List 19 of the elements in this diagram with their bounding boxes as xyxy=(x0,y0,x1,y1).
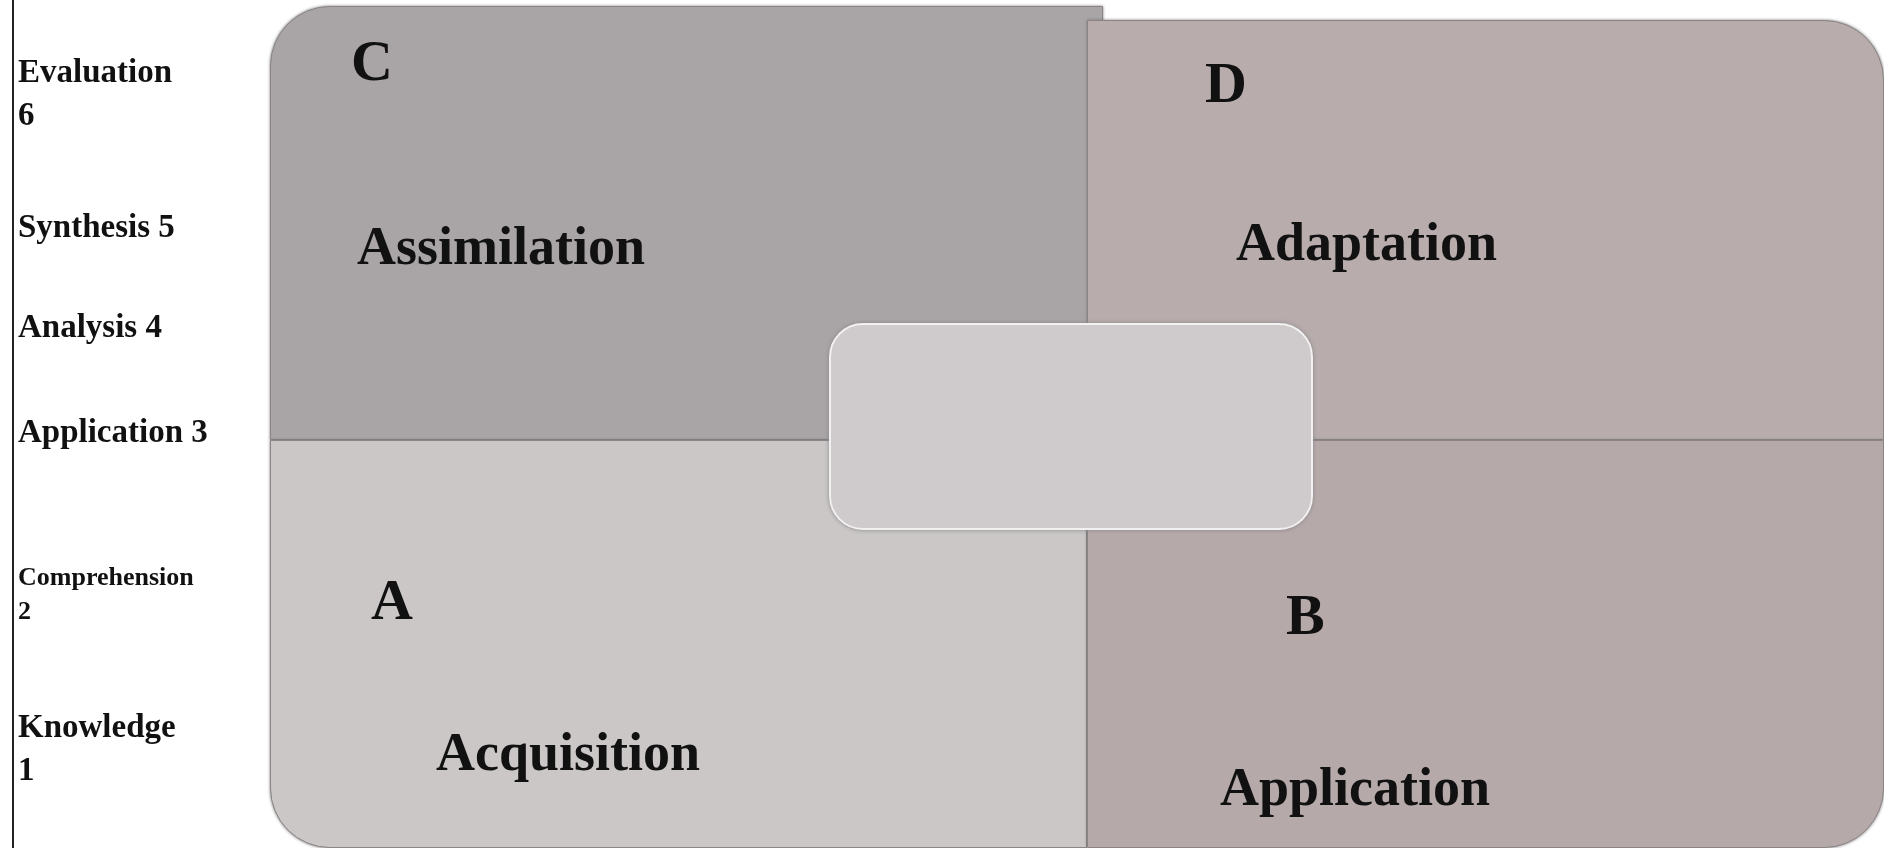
quadrant-title: Application xyxy=(1220,756,1491,818)
quadrant-letter: C xyxy=(351,27,393,94)
quadrant-panel xyxy=(1087,440,1884,848)
level-label: Knowledge 1 xyxy=(18,707,177,789)
quadrant-panel xyxy=(1087,20,1884,440)
level-label: Application 3 xyxy=(18,412,209,451)
quadrant-letter: B xyxy=(1286,581,1325,648)
quadrant-title: Adaptation xyxy=(1236,211,1498,273)
quadrant-letter: D xyxy=(1205,49,1247,116)
level-label: Synthesis 5 xyxy=(18,207,176,246)
level-label: Comprehension 2 xyxy=(18,561,195,627)
quadrant-panel xyxy=(270,440,1087,848)
quadrant-title: Assimilation xyxy=(357,215,646,277)
level-label: Analysis 4 xyxy=(18,307,163,346)
quadrant-letter: A xyxy=(371,566,413,633)
quadrant-panel xyxy=(270,6,1103,440)
quadrant-title: Acquisition xyxy=(436,721,701,783)
center-box xyxy=(829,323,1313,530)
level-label: Evaluation 6 xyxy=(18,52,174,134)
